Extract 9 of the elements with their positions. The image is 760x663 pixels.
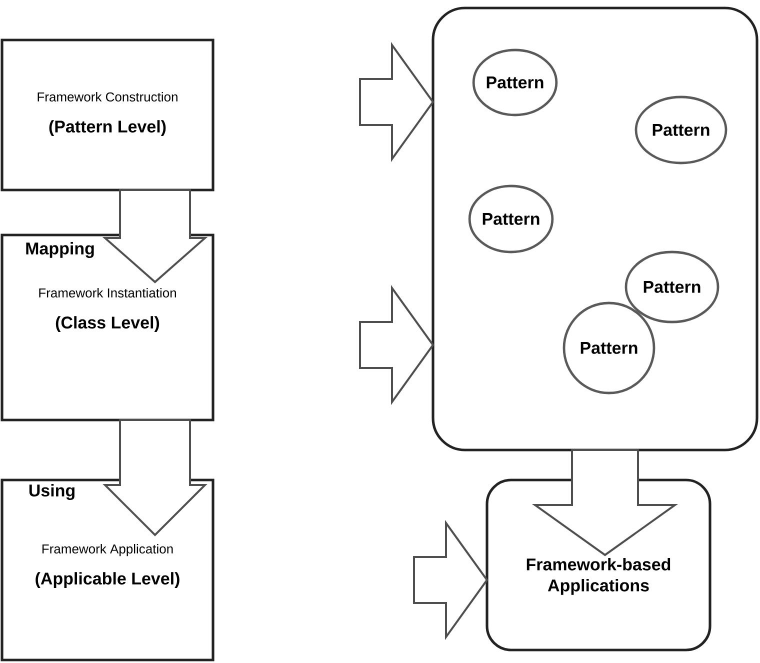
block-arrow (532, 449, 678, 556)
edge-label: Mapping (26, 242, 94, 258)
block-arrow (102, 419, 208, 536)
process-box: Framework Construction (Pattern Level) (0, 38, 214, 192)
block-arrow (102, 189, 208, 284)
edge-label: Using (29, 484, 74, 500)
block-arrow (359, 284, 434, 406)
block-arrow (359, 42, 434, 162)
block-arrow (413, 520, 488, 640)
